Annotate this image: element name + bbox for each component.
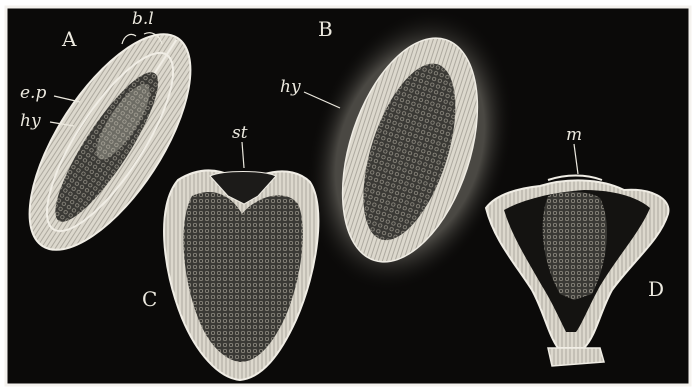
label-m: m [566,125,582,145]
label-st: st [232,123,248,143]
figure-letter-a: A [61,27,77,51]
figure-letter-c: C [142,287,157,311]
figure-letter-d: D [648,277,664,301]
figure-letter-b: B [318,17,333,41]
label-ep: e.p [20,83,46,103]
figure-d-stalk [548,348,604,366]
label-hy-a: hy [20,111,41,131]
label-hy-b: hy [280,77,301,97]
label-bl: b.l [132,9,154,29]
